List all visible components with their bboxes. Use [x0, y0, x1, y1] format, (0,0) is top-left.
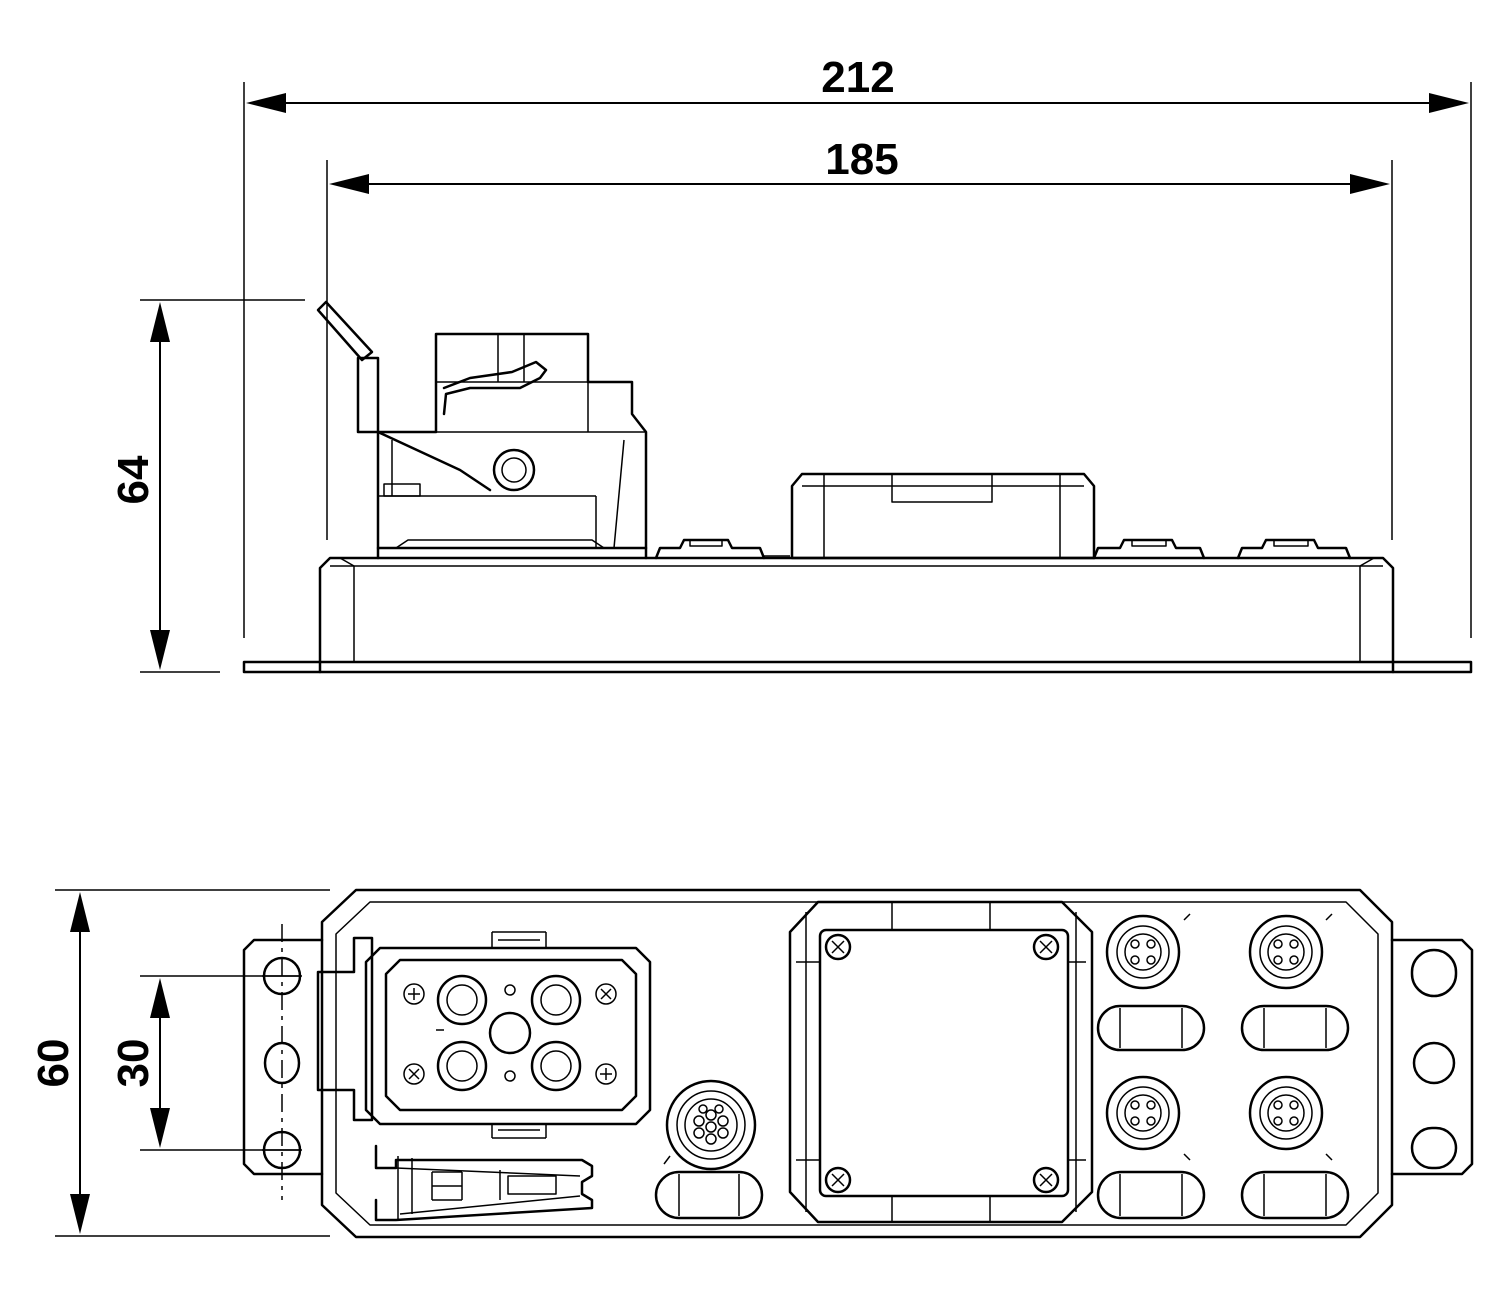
bus-connector-m12: [654, 1079, 764, 1220]
base-plate-side: [242, 660, 1473, 674]
power-contact: [436, 1040, 488, 1092]
dimension-60: 60: [29, 892, 90, 1234]
label-field: [654, 1170, 764, 1220]
dimension-label-30: 30: [109, 1039, 158, 1088]
screw-icon: [595, 1063, 617, 1085]
power-connector-side: [316, 300, 648, 560]
label-field: [1240, 1004, 1350, 1052]
module-body-side: [318, 556, 1395, 664]
power-contact: [436, 974, 488, 1026]
center-pin: [488, 1011, 532, 1055]
screw-icon: [403, 983, 425, 1005]
io-port-2: [1240, 913, 1350, 1052]
screw-icon: [1032, 1166, 1060, 1194]
mounting-flange-left: [242, 924, 324, 1200]
power-connector-top: [316, 931, 652, 1139]
io-port-4: [1240, 1075, 1350, 1220]
label-field: [1096, 1004, 1206, 1052]
module-body-top: [320, 888, 1394, 1239]
connector-nub-side-2: [1092, 538, 1206, 560]
dimension-185: 185: [329, 135, 1390, 194]
bus-cover-top: [788, 900, 1094, 1224]
mounting-slot: [1410, 948, 1458, 998]
connector-nub-side-3: [1236, 538, 1352, 560]
dimension-label-212: 212: [821, 53, 894, 102]
dimension-label-185: 185: [825, 135, 898, 184]
screw-icon: [824, 933, 852, 961]
label-field: [1240, 1170, 1350, 1220]
screw-icon: [403, 1063, 425, 1085]
dimension-label-64: 64: [109, 455, 158, 504]
dimension-30: 30: [109, 978, 170, 1148]
mounting-slot: [1410, 1126, 1458, 1170]
top-view: 60 30: [29, 888, 1474, 1239]
io-port-1: [1096, 913, 1206, 1052]
mounting-flange-right: [1390, 938, 1474, 1176]
mounting-hole: [1412, 1041, 1456, 1085]
screw-icon: [824, 1166, 852, 1194]
dimension-label-60: 60: [29, 1039, 78, 1088]
side-view: 212 185 64: [109, 53, 1473, 674]
dimension-64: 64: [109, 302, 170, 670]
screw-icon: [595, 983, 617, 1005]
io-port-3: [1096, 1075, 1206, 1220]
bus-cover-side: [790, 472, 1096, 560]
dimension-212: 212: [246, 53, 1469, 113]
power-contact: [530, 1040, 582, 1092]
locking-lever-top: [374, 1144, 594, 1222]
power-contact: [530, 974, 582, 1026]
label-field: [1096, 1170, 1206, 1220]
connector-nub-side-1: [654, 538, 790, 560]
screw-icon: [1032, 933, 1060, 961]
